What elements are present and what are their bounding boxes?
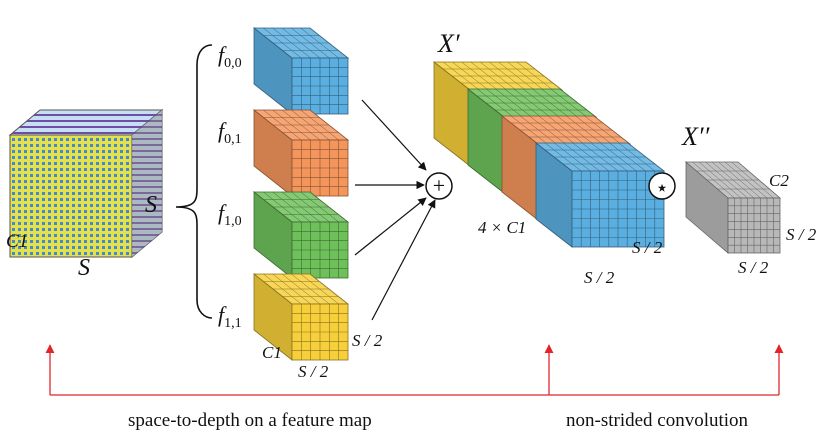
slice-2-subscript: 1,0 (224, 214, 242, 229)
slice-block-3 (252, 273, 350, 361)
concat-operator-symbol: + (433, 173, 445, 198)
slice-block-1 (252, 109, 350, 197)
slice-1-subscript: 0,1 (224, 132, 242, 147)
concat-operator-icon (425, 172, 453, 200)
slice-depth-label: C1 (262, 343, 282, 362)
slice-height-label: S / 2 (352, 331, 383, 350)
concat-height-label: S / 2 (632, 238, 663, 257)
output-name-label: X′′ (681, 122, 710, 151)
output-height-label: S / 2 (786, 225, 817, 244)
concat-width-label: S / 2 (584, 268, 615, 287)
slice-block-0 (252, 27, 350, 115)
output-cuboid (684, 161, 782, 254)
svg-text:f1,1: f1,1 (218, 302, 242, 331)
concat-stack (432, 61, 666, 248)
input-depth-label: C1 (6, 231, 28, 252)
red-connector-lines (45, 344, 784, 396)
caption-non-strided-convolution: non-strided convolution (566, 410, 749, 431)
slice-3-subscript: 1,1 (224, 316, 242, 331)
merge-arrows (354, 99, 436, 321)
split-brace (175, 44, 213, 319)
slices-layer (252, 27, 350, 361)
slice-block-2 (252, 191, 350, 279)
input-width-label: S (78, 255, 90, 281)
output-depth-label: C2 (769, 171, 789, 190)
caption-space-to-depth: space-to-depth on a feature map (128, 410, 372, 431)
slice-0-subscript: 0,0 (224, 56, 242, 71)
slice-0-label: f (218, 42, 227, 67)
svg-text:f0,1: f0,1 (218, 118, 242, 147)
slice-width-label: S / 2 (298, 362, 329, 381)
concat-segment-3 (534, 142, 666, 248)
output-width-label: S / 2 (738, 258, 769, 277)
slice-2-label: f (218, 200, 227, 225)
concat-depth-label: 4 × C1 (478, 218, 526, 237)
slice-1-label: f (218, 118, 227, 143)
slice-3-label: f (218, 302, 227, 327)
convolution-operator-symbol: ⋆ (655, 175, 669, 200)
input-feature-map-cube (8, 108, 164, 259)
concat-name-label: X′ (437, 29, 460, 58)
svg-text:f0,0: f0,0 (218, 42, 242, 71)
svg-text:f1,0: f1,0 (218, 200, 242, 229)
convolution-operator-icon (648, 172, 676, 200)
input-height-label: S (145, 192, 157, 218)
output-block (684, 161, 782, 254)
